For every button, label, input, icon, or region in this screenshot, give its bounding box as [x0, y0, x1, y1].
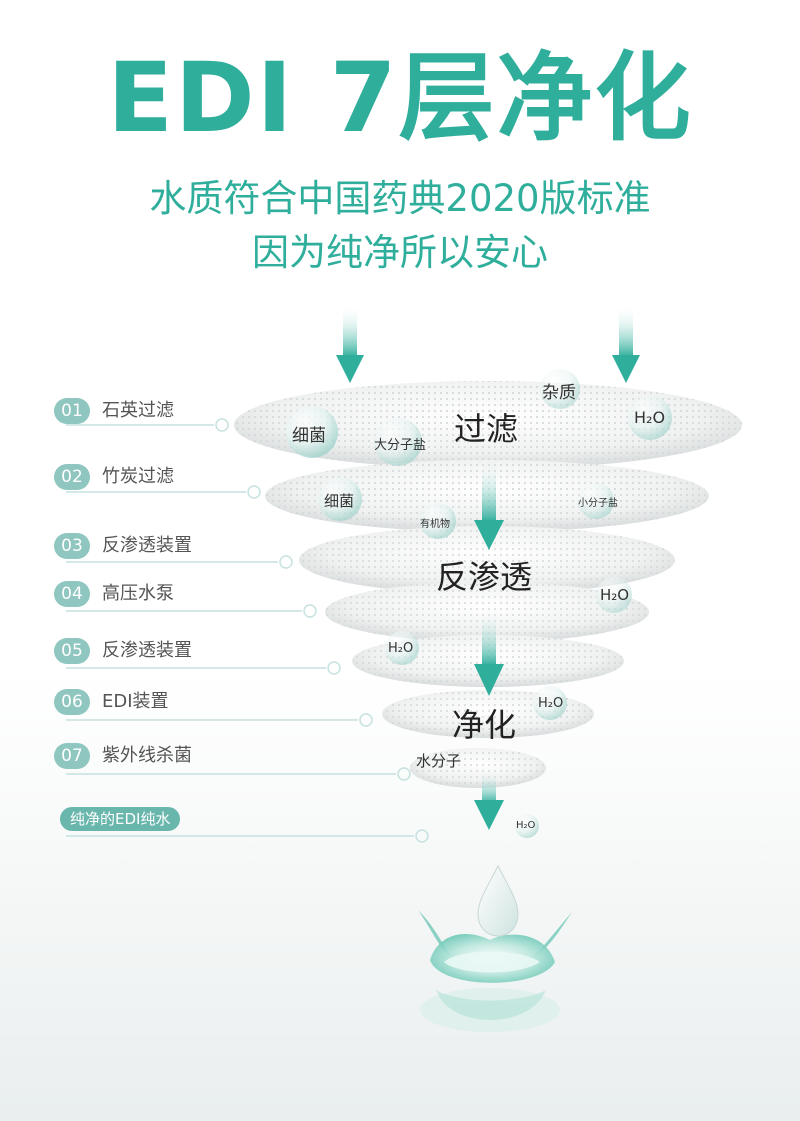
inflow-arrow-right	[612, 305, 640, 383]
h2o-bubble-4	[533, 686, 567, 720]
h2o-bubble-2	[596, 577, 632, 613]
step-label: 紫外线杀菌	[102, 745, 192, 766]
step-number: 05	[54, 638, 90, 664]
step-number: 07	[54, 743, 90, 769]
disc-label-purify: 净化	[452, 706, 517, 744]
result-badge: 纯净的EDI纯水	[60, 807, 181, 831]
step-number: 01	[54, 398, 90, 424]
disc-label-filter: 过滤	[454, 410, 519, 448]
page-title: EDI 7层净化	[107, 42, 693, 154]
subtitle-standard: 水质符合中国药典2020版标准	[149, 177, 651, 220]
inflow-arrow-left	[336, 305, 364, 383]
particle-h2o-3: H₂O	[388, 641, 414, 656]
particle-impurities: 杂质	[542, 383, 576, 403]
bacteria-bubble-1	[286, 406, 338, 458]
step-number: 06	[54, 689, 90, 715]
particle-h2o-4: H₂O	[538, 696, 564, 711]
step-label: 反渗透装置	[102, 640, 192, 661]
particle-large-salt: 大分子盐	[374, 438, 427, 453]
step-label: 反渗透装置	[102, 535, 192, 556]
disc-label-reverse-osmosis: 反渗透	[436, 558, 533, 596]
disc-7	[410, 748, 546, 788]
flow-arrow-3	[474, 770, 504, 830]
flow-arrow-2	[474, 610, 504, 696]
h2o-bubble-1	[628, 396, 672, 440]
particle-small-salt: 小分子盐	[578, 498, 618, 509]
impurities-bubble	[540, 369, 580, 409]
particle-bubbles	[286, 369, 672, 838]
large-salt-bubble	[374, 418, 422, 466]
subtitle-slogan: 因为纯净所以安心	[252, 231, 548, 274]
particle-bacteria-1: 细菌	[292, 426, 326, 446]
step-number: 02	[54, 464, 90, 490]
bacteria-bubble-2	[318, 477, 362, 521]
particle-h2o-5: H₂O	[516, 820, 536, 831]
connector-lines	[66, 418, 429, 843]
small-salt-bubble	[578, 483, 614, 519]
particle-h2o-1: H₂O	[634, 408, 666, 427]
particle-organics: 有机物	[420, 519, 450, 530]
particle-water-molecule: 水分子	[416, 752, 462, 770]
h2o-bubble-5	[515, 814, 539, 838]
particle-h2o-2: H₂O	[600, 586, 630, 604]
disc-1	[234, 381, 742, 469]
step-number: 04	[54, 581, 90, 607]
disc-3	[299, 526, 675, 594]
step-number: 03	[54, 533, 90, 559]
step-label: EDI装置	[102, 691, 169, 712]
flow-arrow-1	[474, 460, 504, 550]
step-label: 竹炭过滤	[102, 466, 174, 487]
step-label: 高压水泵	[102, 583, 174, 604]
step-label: 石英过滤	[102, 400, 174, 421]
organics-bubble	[420, 503, 456, 539]
h2o-bubble-3	[385, 631, 419, 665]
water-drop	[477, 864, 519, 937]
particle-bacteria-2: 细菌	[324, 492, 355, 510]
water-splash	[418, 864, 572, 1032]
